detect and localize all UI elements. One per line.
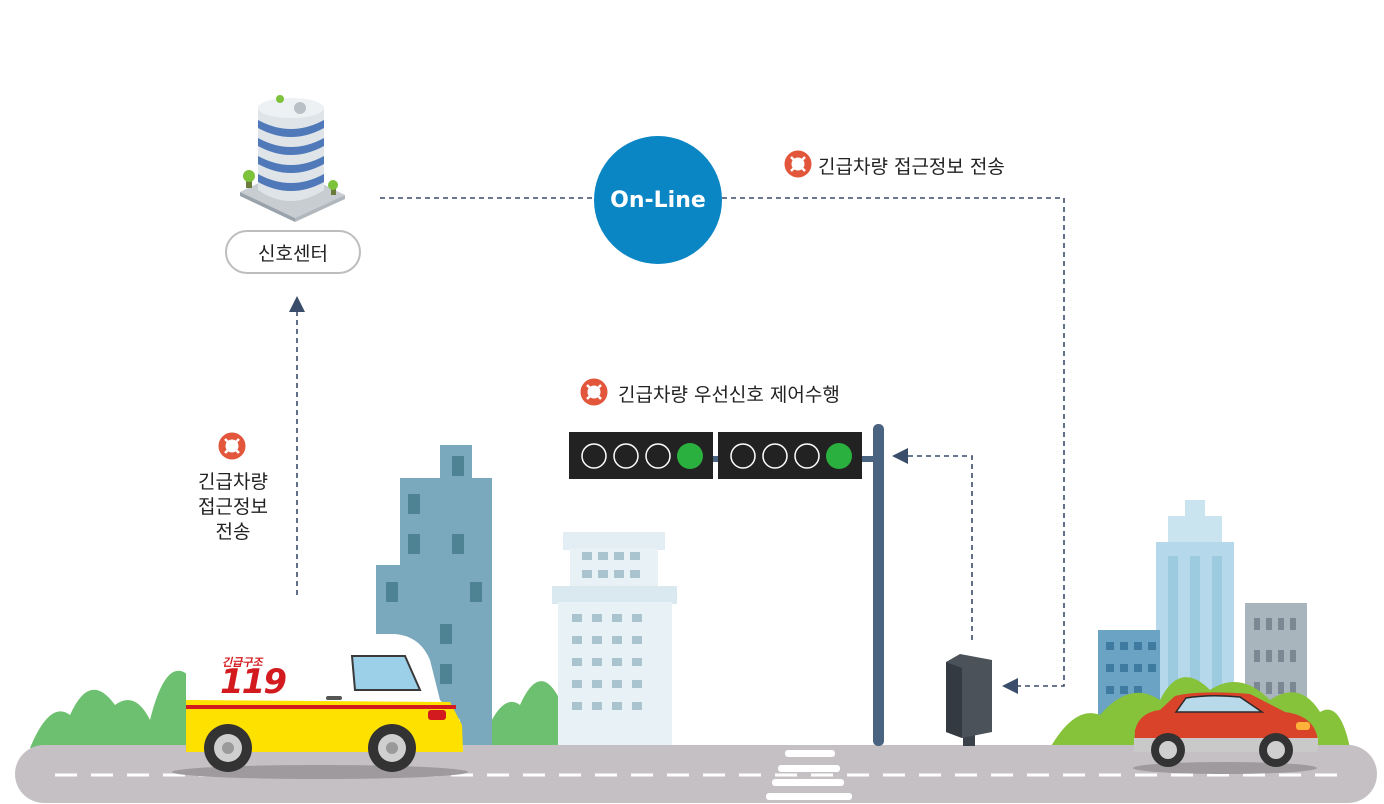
road [15,745,1377,803]
vehicle-transmit-line: 긴급차량 [198,471,268,493]
green-light [677,443,703,469]
online-badge: On-Line [594,136,722,264]
van-title-text: 긴급구조 [222,656,263,669]
connection-lines [289,197,1065,694]
vehicle-transmit-label: 긴급차량 접근정보 전송 [193,470,273,545]
bushes-left [30,670,570,748]
signal-center-label: 신호센터 [225,230,361,274]
priority-control-label: 긴급차량 우선신호 제어수행 [618,384,840,406]
van-number-text: 119 [220,662,287,702]
red-car [1133,692,1318,774]
signal-center-building-icon [240,95,345,222]
vehicle-transmit-line: 전송 [215,521,251,543]
traffic-signal [569,424,884,746]
roadside-controller [946,654,992,746]
ambulance-van [172,634,468,779]
vehicle-transmit-line: 접근정보 [198,496,268,518]
building-white [552,532,677,750]
lifebuoy-icon [580,378,608,406]
green-light [826,443,852,469]
lifebuoy-icon [218,432,246,460]
transmit-info-label: 긴급차량 접근정보 전송 [818,156,1005,178]
lifebuoy-icon [784,150,812,178]
